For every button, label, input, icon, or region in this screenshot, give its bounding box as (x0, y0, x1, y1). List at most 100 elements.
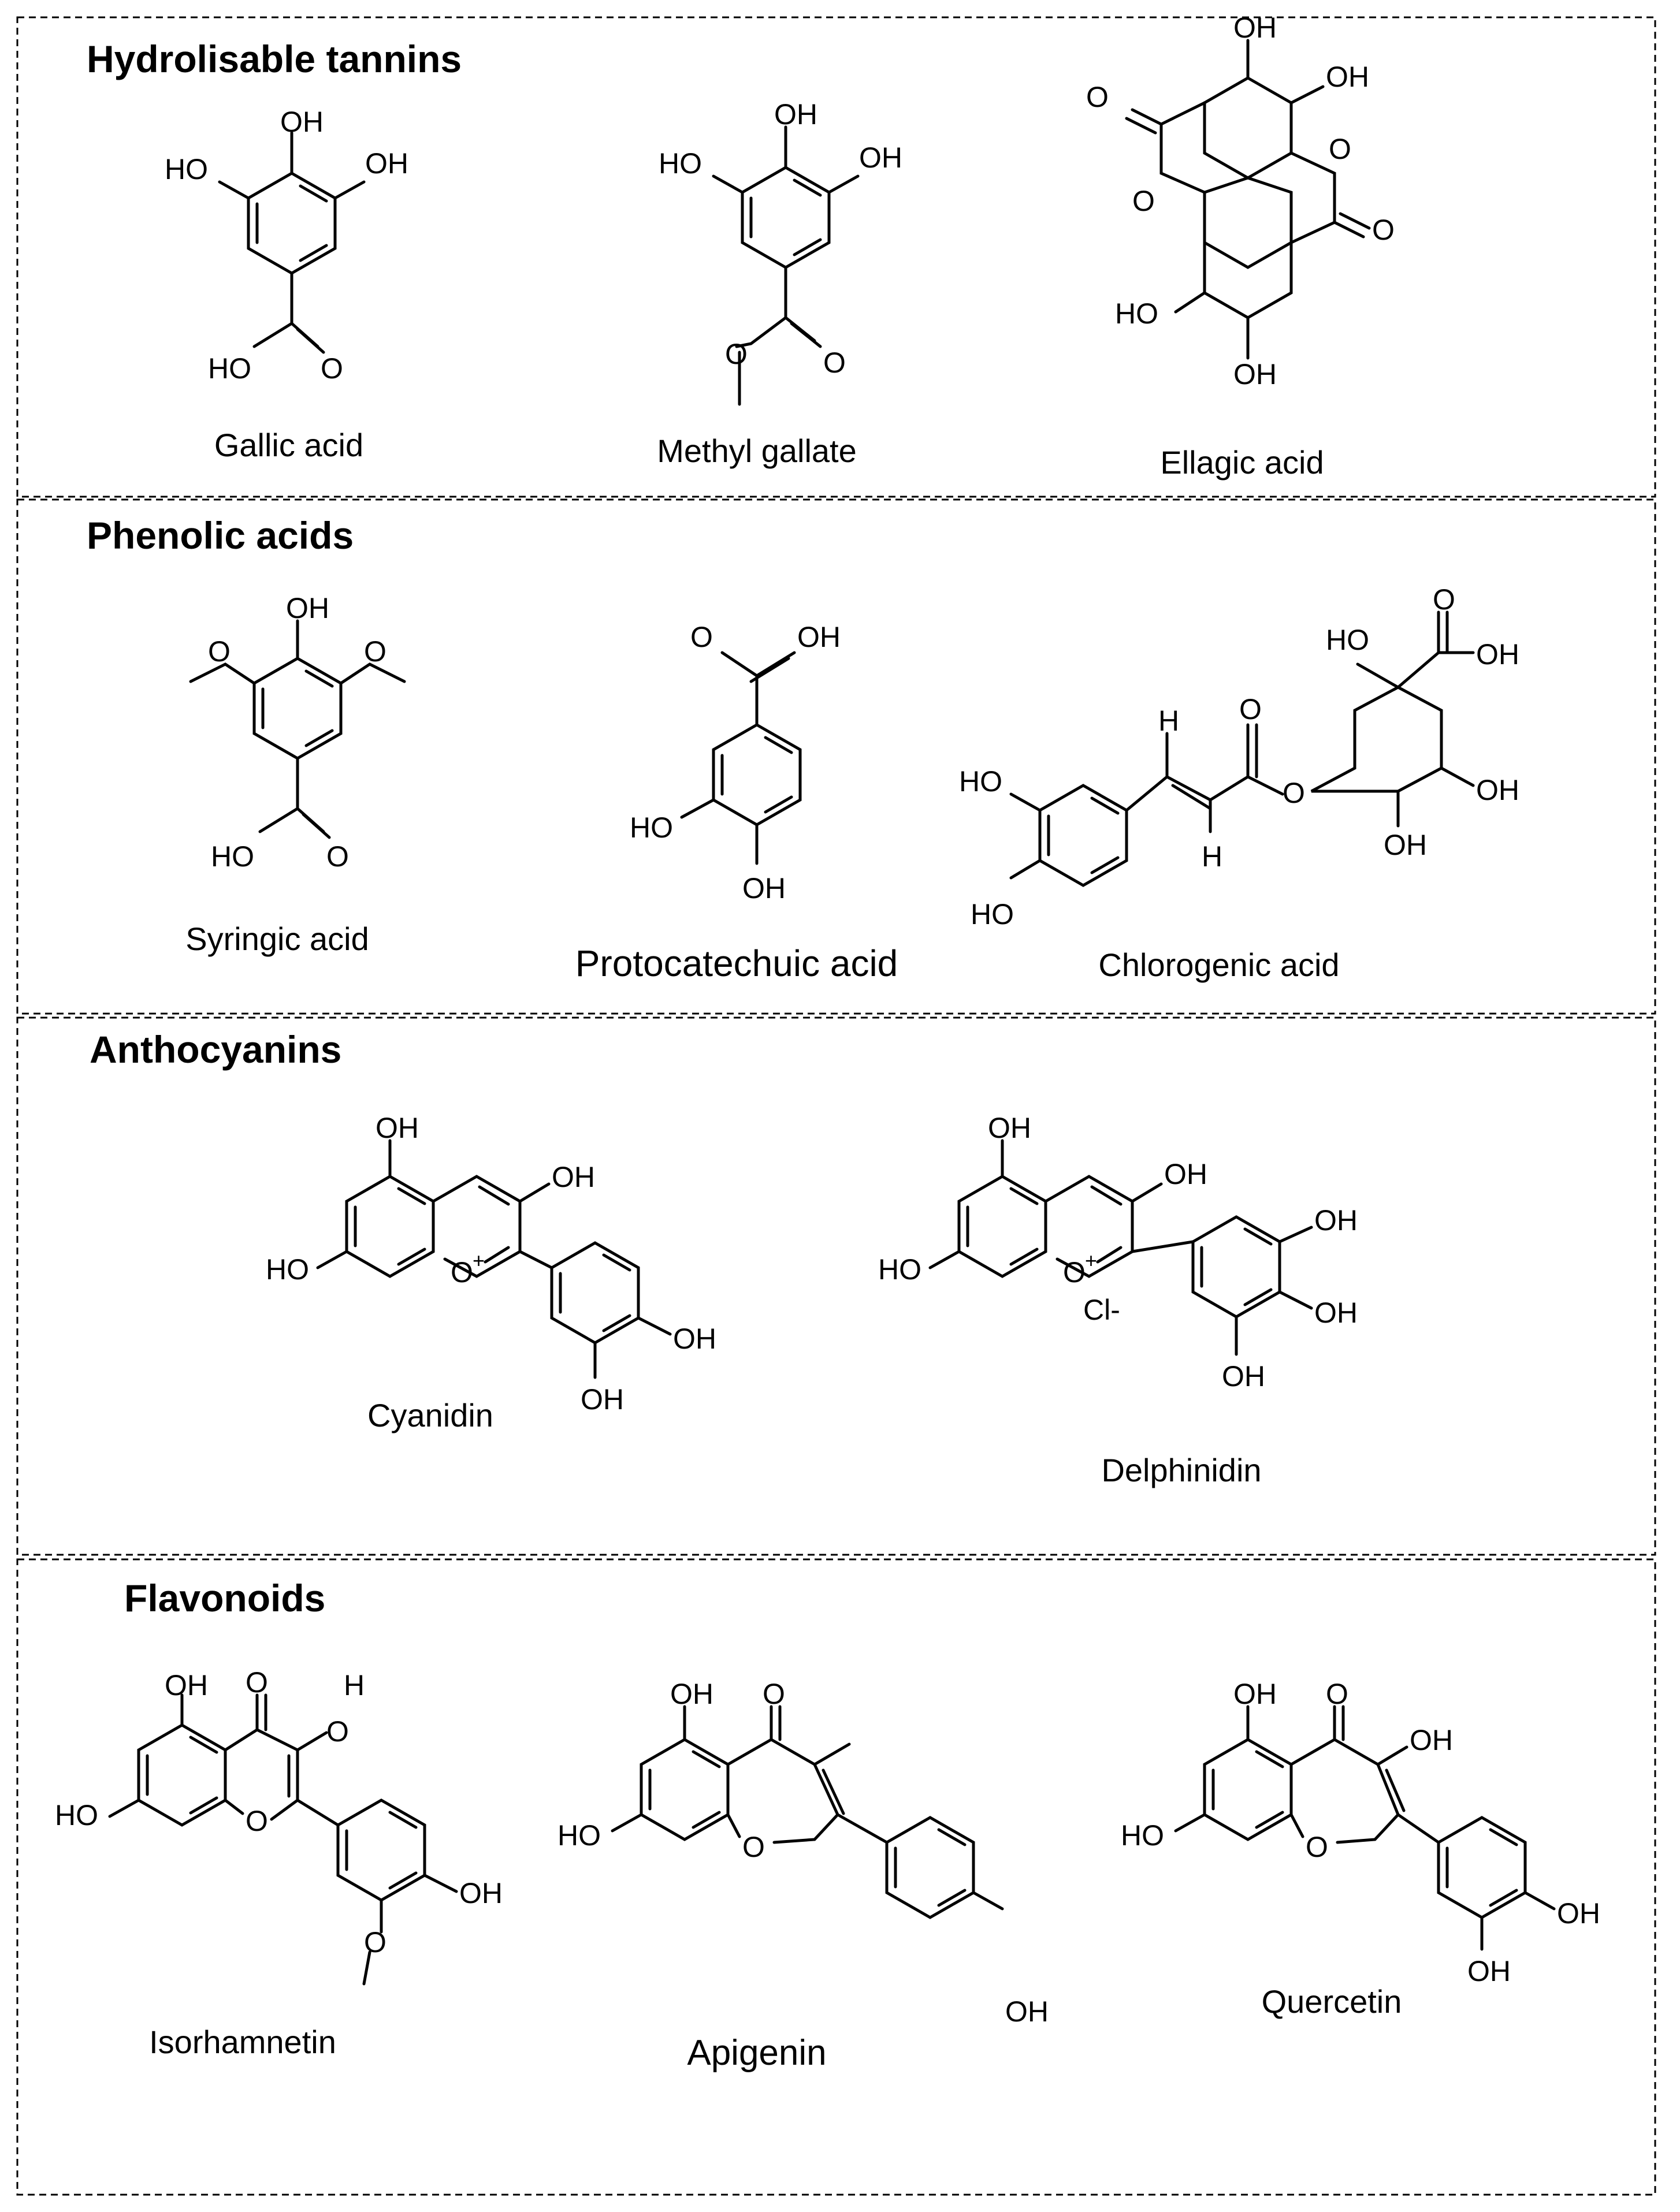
atom-oh: OH (1314, 1297, 1358, 1329)
structure-apigenin: OH O HO O OH Apigenin (557, 1678, 1049, 2073)
atom-oh: OH (1476, 774, 1519, 806)
atom-ho: HO (659, 147, 702, 180)
atom-ho: HO (266, 1253, 309, 1286)
structure-methyl-gallate: OH OH HO O O Methyl gallate (657, 98, 902, 469)
compound-name: Quercetin (1262, 1983, 1402, 2020)
atom-oh: OH (165, 1669, 208, 1701)
atom-oh: OH (1233, 1678, 1277, 1710)
atom-oh: OH (988, 1112, 1031, 1144)
structure-isorhamnetin: OH O O H HO O OH O Isorhamnetin (55, 1666, 503, 2060)
atom-o: O (208, 635, 231, 668)
compound-name: Protocatechuic acid (575, 943, 898, 984)
atom-ho: HO (165, 153, 208, 185)
atom-o: O (1132, 185, 1155, 217)
atom-ho: HO (971, 898, 1014, 930)
atom-o: O (1372, 214, 1395, 246)
atom-oh: OH (797, 621, 841, 653)
structure-protocatechuic-acid: O OH HO OH Protocatechuic acid (575, 621, 898, 984)
atom-o: O (1086, 81, 1109, 113)
atom-oh: OH (1222, 1360, 1265, 1392)
compound-name: Methyl gallate (657, 433, 857, 469)
atom-oh: OH (1467, 1955, 1511, 1987)
atom-oh: OH (552, 1161, 595, 1193)
atom-oh: OH (1384, 829, 1427, 861)
atom-h: H (1202, 840, 1222, 873)
atom-ho: HO (1121, 1819, 1164, 1852)
atom-o: O (321, 352, 343, 385)
compound-name: Cyanidin (367, 1397, 493, 1433)
structure-quercetin: OH O OH HO O OH OH Quercetin (1121, 1678, 1600, 2020)
atom-oh: OH (365, 147, 408, 180)
atom-o: O (742, 1831, 765, 1863)
compound-name: Chlorogenic acid (1098, 947, 1339, 983)
atom-o: O (1326, 1678, 1348, 1710)
atom-o: O (1239, 693, 1262, 725)
compound-name: Syringic acid (185, 921, 369, 957)
atom-plus: + (1085, 1249, 1097, 1272)
atom-oh: OH (376, 1112, 419, 1144)
atom-oh: OH (1326, 61, 1369, 93)
atom-ho: HO (630, 811, 673, 844)
atom-oh: OH (673, 1323, 716, 1355)
atom-oh: OH (742, 872, 786, 904)
compound-name: Gallic acid (214, 427, 363, 463)
atom-o-plus: O (1063, 1256, 1086, 1289)
atom-o-plus: O (451, 1256, 473, 1289)
atom-o: O (690, 621, 713, 653)
atom-oh: OH (1005, 1995, 1049, 2028)
atom-oh: OH (286, 592, 329, 624)
compound-name: Apigenin (687, 2033, 826, 2073)
compound-name: Isorhamnetin (149, 2024, 336, 2060)
atom-oh: OH (1164, 1158, 1207, 1190)
atom-chloride: Cl- (1083, 1294, 1120, 1326)
atom-oh: OH (1233, 358, 1277, 390)
atom-o: O (1306, 1831, 1328, 1863)
atom-h: H (1158, 705, 1179, 737)
structure-delphinidin: OH OH HO O + Cl- OH OH OH Delphinidin (878, 1112, 1358, 1488)
atom-o: O (763, 1678, 785, 1710)
structure-ellagic-acid: OH OH O O O O HO OH Ellagic acid (1086, 12, 1395, 481)
atom-h: H (344, 1669, 365, 1701)
section-frame-anthocyanins (16, 1016, 1656, 1556)
section-frame-flavonoids (16, 1558, 1656, 2196)
atom-ho: HO (878, 1253, 921, 1286)
atom-o: O (1283, 777, 1305, 809)
atom-ho: HO (211, 840, 254, 873)
atom-oh: OH (670, 1678, 713, 1710)
section-frame-hydrolisable-tannins (16, 16, 1656, 498)
atom-ho: HO (1115, 297, 1158, 330)
atom-ho: HO (55, 1799, 98, 1831)
atom-ho: HO (557, 1819, 601, 1852)
atom-oh: OH (581, 1383, 624, 1416)
section-frame-phenolic-acids (16, 498, 1656, 1015)
atom-o: O (326, 840, 349, 873)
section-title-phenolic-acids: Phenolic acids (87, 514, 354, 557)
atom-oh: OH (1557, 1897, 1600, 1930)
atom-oh: OH (1314, 1204, 1358, 1237)
compound-name: Ellagic acid (1160, 444, 1324, 481)
atom-oh: OH (280, 106, 324, 138)
atom-ho: HO (208, 352, 251, 385)
atom-o: O (725, 338, 748, 370)
atom-o: O (1433, 583, 1455, 616)
atom-oh: OH (459, 1877, 503, 1909)
atom-oh: OH (774, 98, 817, 131)
atom-ho: HO (959, 765, 1002, 798)
section-title-hydrolisable-tannins: Hydrolisable tannins (87, 38, 462, 80)
atom-o: O (1329, 133, 1351, 165)
atom-o: O (823, 347, 846, 379)
atom-oh: OH (1410, 1724, 1453, 1756)
atom-plus: + (473, 1249, 485, 1272)
section-title-anthocyanins: Anthocyanins (90, 1028, 341, 1071)
atom-o: O (364, 635, 386, 668)
atom-oh: OH (1233, 12, 1277, 44)
atom-o: O (246, 1666, 268, 1699)
atom-o: O (326, 1715, 349, 1748)
structure-cyanidin: OH OH HO O + OH OH Cyanidin (266, 1112, 716, 1433)
section-title-flavonoids: Flavonoids (124, 1577, 325, 1619)
atom-ho: HO (1326, 624, 1369, 656)
atom-o: O (364, 1926, 386, 1958)
structure-gallic-acid: OH OH HO HO O Gallic acid (165, 106, 408, 463)
structure-syringic-acid: OH O O HO O Syringic acid (185, 592, 406, 957)
